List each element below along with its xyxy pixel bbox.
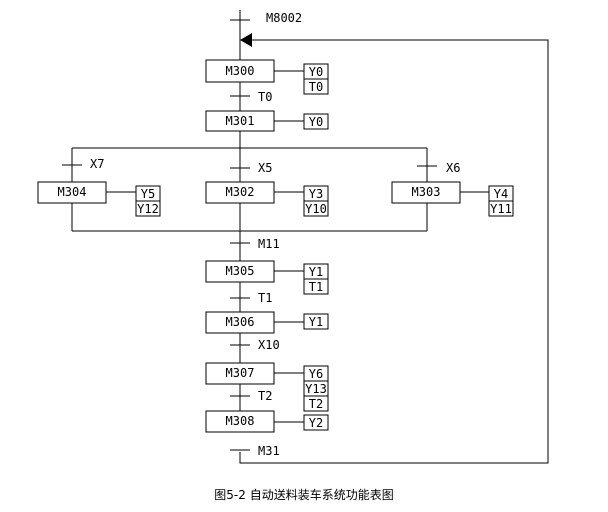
action-label: Y1 <box>309 315 323 329</box>
return-arrowhead <box>240 33 252 47</box>
action-box-m301-y0 <box>303 113 329 130</box>
transition-label-m11: M11 <box>258 237 280 251</box>
action-label: Y10 <box>305 202 327 216</box>
action-label: Y1 <box>309 265 323 279</box>
figure-caption: 图5-2 自动送料装车系统功能表图 <box>214 488 394 502</box>
action-box-m307-t2 <box>303 395 329 412</box>
transition-label-x7: X7 <box>90 157 104 171</box>
step-label-m303: M303 <box>412 185 441 199</box>
action-box-m306-y1 <box>303 313 329 330</box>
transition-label-x6: X6 <box>446 161 460 175</box>
action-label: Y5 <box>141 187 155 201</box>
action-label: T2 <box>309 397 323 411</box>
action-box-m305-t1 <box>303 278 329 295</box>
action-box-m308-y2 <box>303 414 329 431</box>
step-label-m304: M304 <box>58 185 87 199</box>
action-label: Y0 <box>309 115 323 129</box>
action-label: T0 <box>309 80 323 94</box>
transition-label-x5: X5 <box>258 161 272 175</box>
step-label-m300: M300 <box>226 64 255 78</box>
transition-label-t0: T0 <box>258 90 272 104</box>
action-label: T1 <box>309 280 323 294</box>
action-label: Y4 <box>494 187 508 201</box>
action-box-m302-y10 <box>303 200 329 217</box>
action-label: Y13 <box>305 382 327 396</box>
step-label-m307: M307 <box>226 366 255 380</box>
initial-condition-label: M8002 <box>266 11 302 25</box>
action-box-m304-y12 <box>135 200 161 217</box>
transition-label-x10: X10 <box>258 338 280 352</box>
return-loop-line <box>239 39 549 464</box>
action-label: Y11 <box>490 202 512 216</box>
action-box-m303-y11 <box>488 200 514 217</box>
step-label-m306: M306 <box>226 315 255 329</box>
action-label: Y3 <box>309 187 323 201</box>
transition-label-m31: M31 <box>258 444 280 458</box>
action-label: Y12 <box>137 202 159 216</box>
step-label-m301: M301 <box>226 114 255 128</box>
action-label: Y0 <box>309 65 323 79</box>
transition-label-t1: T1 <box>258 291 272 305</box>
step-label-m305: M305 <box>226 264 255 278</box>
action-label: Y6 <box>309 367 323 381</box>
transition-label-t2: T2 <box>258 389 272 403</box>
action-label: Y2 <box>309 416 323 430</box>
step-label-m302: M302 <box>226 185 255 199</box>
step-label-m308: M308 <box>226 414 255 428</box>
action-box-m300-t0 <box>303 78 329 95</box>
